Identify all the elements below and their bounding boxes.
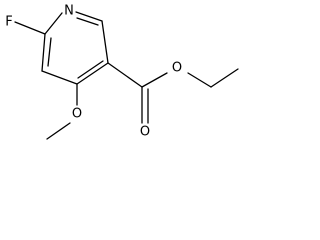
bond-n1-c6-double [76, 17, 99, 26]
bond-n1-c6 [75, 11, 103, 22]
bond-c4-c3 [41, 70, 78, 85]
bond-c2-f [14, 21, 46, 35]
chemical-structure: F N O O O [5, 4, 239, 140]
atom-carbonyl-oxygen: O [140, 125, 150, 140]
atom-methoxy-oxygen: O [72, 107, 82, 122]
bond-c5-c4-double [77, 60, 104, 79]
bond-ester-o-ch2 [187, 72, 212, 88]
bond-c5-carbonyl-c [107, 62, 143, 88]
bond-c2-n1 [44, 12, 63, 35]
bond-c5-c4 [76, 62, 109, 85]
bond-c3-c2-double [47, 37, 52, 67]
bond-c3-c2 [41, 33, 46, 72]
bond-o-methoxy-ch3 [46, 122, 71, 140]
bond-ch2-ch3 [210, 68, 239, 88]
atom-ester-oxygen: O [172, 61, 182, 76]
atom-ring-nitrogen: N [64, 4, 74, 19]
atom-fluorine: F [5, 15, 12, 30]
bond-c6-c5 [101, 20, 109, 64]
bond-carbonyl-c-ester-o [141, 72, 168, 88]
